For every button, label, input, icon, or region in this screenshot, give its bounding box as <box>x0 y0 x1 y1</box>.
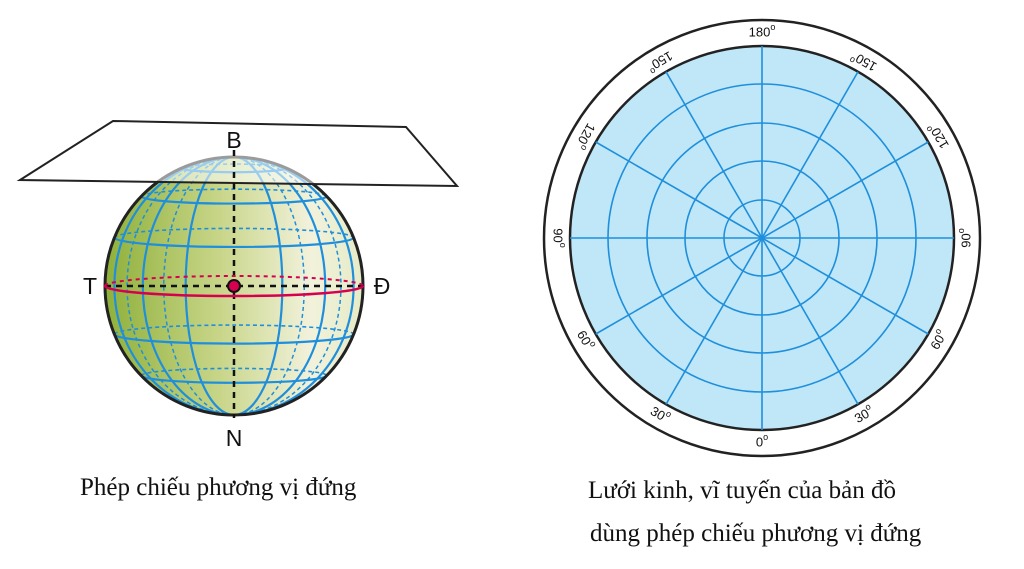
longitude-label: 180o <box>749 22 776 39</box>
map-graticule <box>570 46 954 430</box>
tangent-plane <box>16 119 460 188</box>
west-label: T <box>83 273 97 299</box>
north-pole-label: B <box>226 127 241 153</box>
parallel-front-line <box>140 195 328 205</box>
meridian-line <box>595 141 763 239</box>
meridian-line <box>761 141 929 239</box>
parallel-front-line <box>113 237 355 249</box>
meridian-line <box>761 237 859 405</box>
meridian-front-line <box>113 157 355 415</box>
equator-front <box>103 285 365 298</box>
map-caption-line1: Lưới kinh, vĩ tuyến của bản đồ <box>588 477 896 504</box>
meridian-line <box>595 237 763 335</box>
parallel-back-line <box>140 367 328 376</box>
south-pole-label: N <box>226 425 243 451</box>
equator-back <box>104 275 364 287</box>
parallel-front-line <box>113 333 355 345</box>
meridian-line <box>761 71 859 239</box>
meridian-line <box>761 237 929 335</box>
meridian-line <box>665 71 763 239</box>
globe-projection-figure: B N T Đ <box>16 119 460 451</box>
meridian-line <box>665 237 763 405</box>
globe-center-point <box>227 279 241 293</box>
map-caption-line2: dùng phép chiếu phương vị đứng <box>590 520 922 547</box>
globe-caption: Phép chiếu phương vị đứng <box>80 474 357 501</box>
parallel-back-line <box>113 324 355 335</box>
east-label: Đ <box>374 273 391 299</box>
